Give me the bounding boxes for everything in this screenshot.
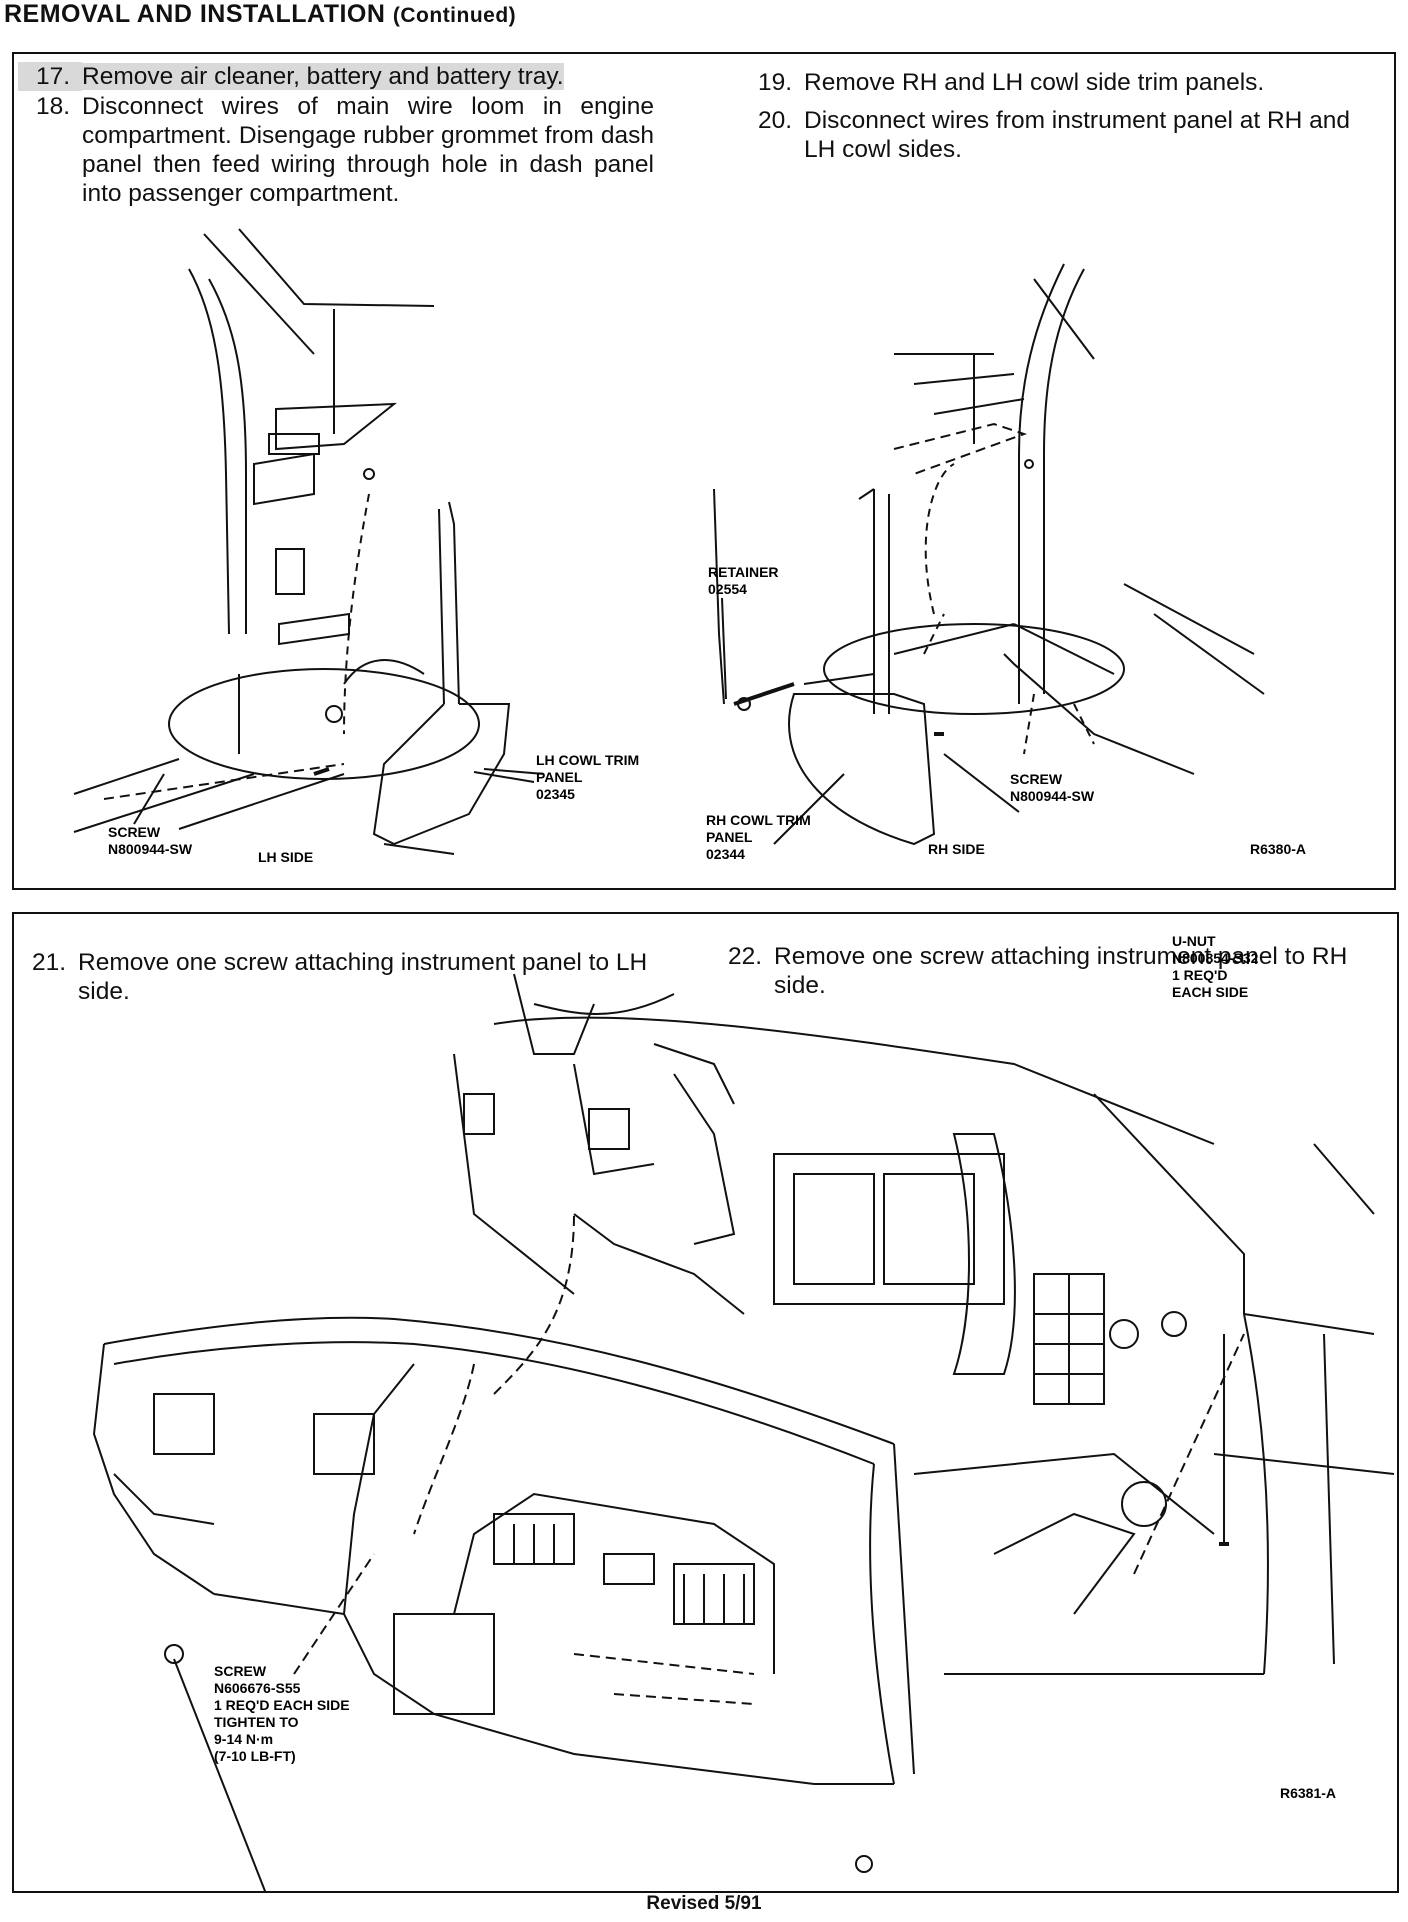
step-21: 21. Remove one screw attaching instrumen… [14, 948, 664, 1006]
step-20: 20. Disconnect wires from instrument pan… [740, 106, 1380, 164]
label-screw-5: 9-14 N·m [214, 1731, 273, 1747]
page-header: REMOVAL AND INSTALLATION (Continued) [4, 0, 516, 29]
label-retainer-1: RETAINER [708, 564, 779, 580]
step-22: 22. Remove one screw attaching instrumen… [710, 942, 1370, 1000]
footer-revised: Revised 5/91 [646, 1893, 762, 1914]
label-screw-6: (7-10 LB-FT) [214, 1748, 296, 1764]
instrument-panel-illustration: U-NUT N800854-S32 1 REQ'D EACH SIDE SCRE… [92, 933, 1395, 1891]
label-screw-lh-1: SCREW [108, 824, 161, 840]
label-unut-2: N800854-S32 [1172, 950, 1259, 966]
step-text: Disconnect wires from instrument panel a… [804, 107, 1351, 163]
label-ref-2: R6381-A [1280, 1785, 1336, 1801]
lh-side-drawing [73, 228, 545, 855]
label-unut-4: EACH SIDE [1172, 984, 1248, 1000]
step-text: Disconnect wires of main wire loom in en… [82, 93, 654, 207]
label-screw-3: 1 REQ'D EACH SIDE [214, 1697, 350, 1713]
label-lh-trim-2: PANEL [536, 769, 583, 785]
label-rh-side: RH SIDE [928, 841, 985, 857]
step-text: Remove air cleaner, battery and battery … [82, 63, 564, 90]
panel-instrument-panel: 21. Remove one screw attaching instrumen… [12, 912, 1399, 1893]
step-number: 21. [31, 949, 66, 976]
header-continued: (Continued) [392, 4, 517, 27]
label-screw-rh-1: SCREW [1010, 771, 1063, 787]
step-number: 19. [757, 69, 792, 96]
label-unut-3: 1 REQ'D [1172, 967, 1227, 983]
step-18: 18. Disconnect wires of main wire loom i… [18, 92, 654, 208]
panel-cowl-trim: 17. Remove air cleaner, battery and batt… [12, 52, 1396, 890]
step-number: 22. [727, 943, 762, 970]
label-rh-trim-1: RH COWL TRIM [706, 812, 811, 828]
step-19: 19. Remove RH and LH cowl side trim pane… [740, 68, 1380, 97]
label-rh-trim-3: 02344 [706, 846, 745, 862]
label-screw-lh-2: N800944-SW [108, 841, 193, 857]
label-lh-side: LH SIDE [258, 849, 313, 865]
label-screw-1: SCREW [214, 1663, 267, 1679]
step-text: Remove RH and LH cowl side trim panels. [804, 69, 1265, 96]
label-screw-2: N606676-S55 [214, 1680, 301, 1696]
label-lh-trim-1: LH COWL TRIM [536, 752, 639, 768]
label-unut-1: U-NUT [1172, 933, 1216, 949]
step-text: Remove one screw attaching instrument pa… [78, 949, 648, 1005]
step-text: Remove one screw attaching instrument pa… [774, 943, 1348, 999]
label-lh-trim-3: 02345 [536, 786, 575, 802]
label-screw-4: TIGHTEN TO [214, 1714, 299, 1730]
step-number: 17. [18, 62, 82, 91]
label-screw-rh-2: N800944-SW [1010, 788, 1095, 804]
header-title: REMOVAL AND INSTALLATION [4, 0, 386, 28]
step-number: 20. [757, 107, 792, 134]
step-number: 18. [35, 93, 70, 120]
rh-side-drawing [713, 263, 1265, 846]
label-ref-1: R6380-A [1250, 841, 1306, 857]
step-17: 17. Remove air cleaner, battery and batt… [18, 62, 658, 91]
cowl-trim-illustration: LH COWL TRIM PANEL 02345 SCREW N800944-S… [73, 228, 1306, 865]
label-rh-trim-2: PANEL [706, 829, 753, 845]
label-retainer-2: 02554 [708, 581, 747, 597]
